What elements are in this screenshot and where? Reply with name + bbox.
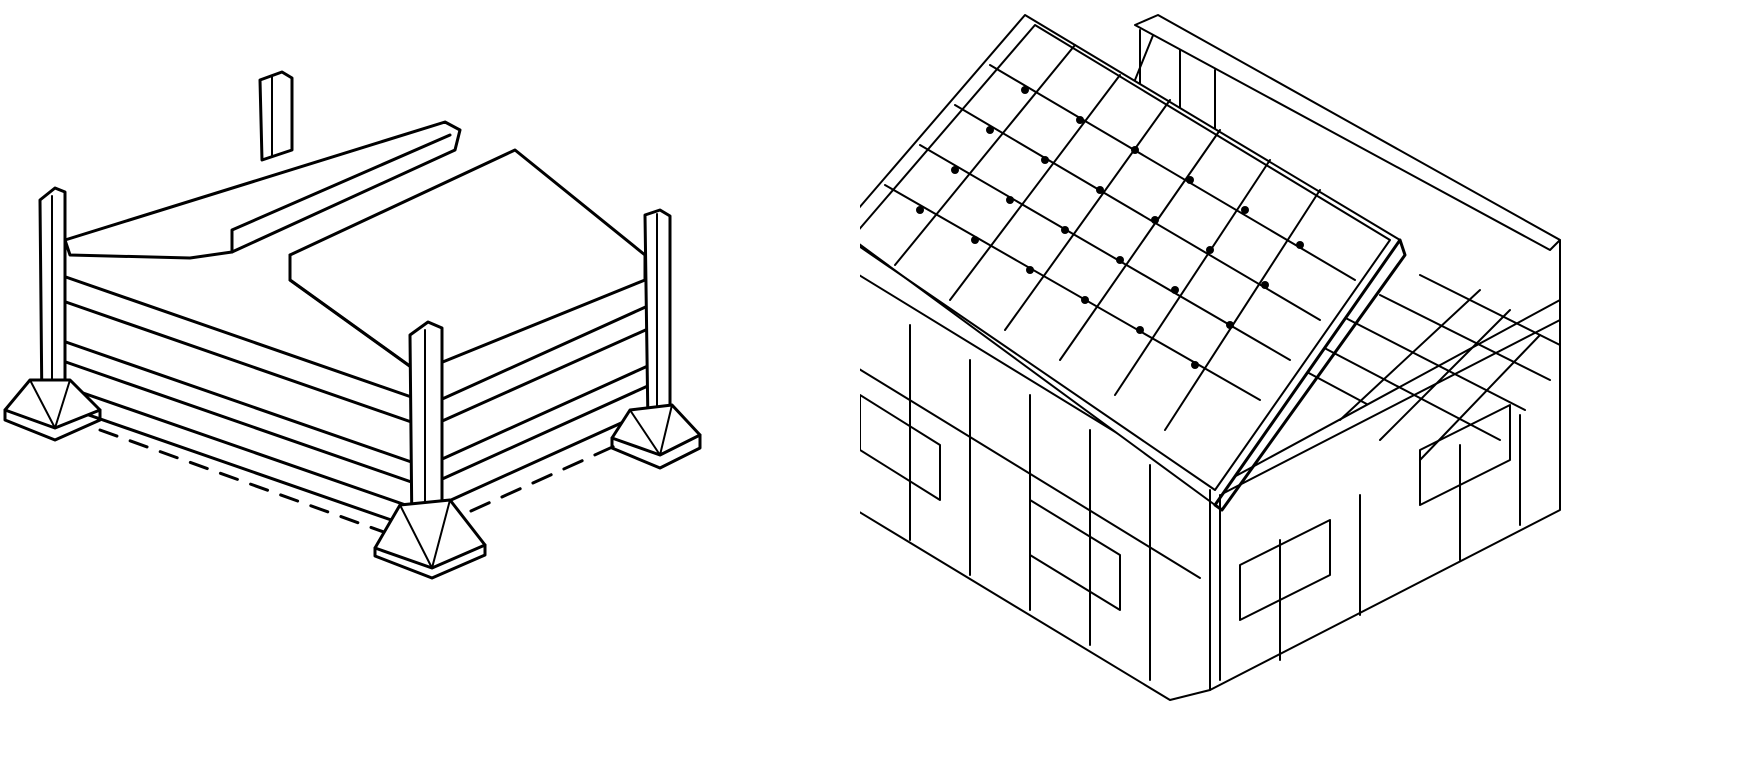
- box-inner-floor-grid: [1289, 274, 1561, 461]
- rack-top-board-left: [63, 120, 462, 260]
- pallet-box-illustration: [860, 0, 1758, 764]
- rack-right-side-rails: [438, 303, 652, 527]
- rack-back-post: [258, 70, 294, 162]
- box-front-corner-post: [1209, 489, 1221, 691]
- rack-left-post: [3, 186, 102, 442]
- rack-right-post: [610, 208, 702, 470]
- pallet-box-drawing: [860, 14, 1561, 701]
- stacking-rack-drawing: [3, 70, 702, 580]
- rack-front-post: [373, 320, 487, 580]
- stacking-rack-illustration: [0, 0, 860, 764]
- box-front-right-face: [1209, 299, 1561, 691]
- rack-left-side-rails: [58, 273, 422, 547]
